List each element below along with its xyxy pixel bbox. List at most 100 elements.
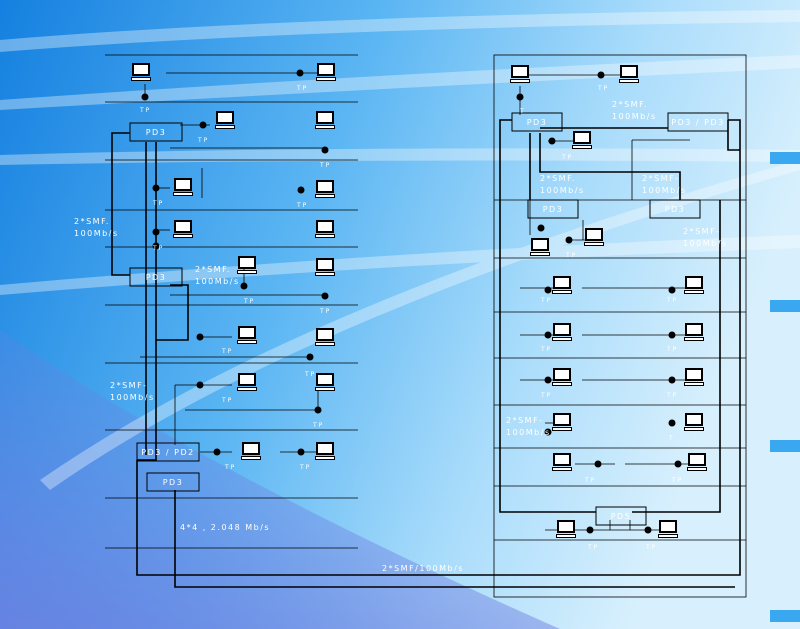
distribution-nodes: [129, 112, 729, 526]
tp-label: T P: [540, 346, 551, 353]
node-label: PD3: [146, 273, 167, 282]
node-pd-right-top-b: [667, 112, 729, 132]
node-label: PD3 / PD2: [141, 448, 194, 457]
tp-label: T P: [584, 477, 595, 484]
computer-terminal-icon: [658, 520, 678, 538]
edge-markers: [770, 152, 800, 622]
computer-terminal-icon: [131, 63, 151, 81]
computer-terminal-icon: [173, 178, 193, 196]
link-label: 2*SMF/100Mb/s: [382, 564, 464, 573]
node-pd-left-mid: [129, 267, 183, 287]
link-label: 2*SMF-100Mb/s: [683, 227, 728, 248]
tp-label: T P: [565, 252, 576, 259]
tp-labels: T P T P T P T P T P T P T P T P T P T P …: [139, 85, 682, 551]
tp-label: T P: [666, 392, 677, 399]
trunk-cables: [111, 119, 741, 588]
computer-terminal-icon: [687, 453, 707, 471]
link-label: 2*SMF-100Mb/s: [110, 381, 155, 402]
tp-label: T P: [296, 85, 307, 92]
tp-label: T P: [296, 202, 307, 209]
computer-terminal-icon: [315, 180, 335, 198]
node-pd-right-mid-a: [527, 199, 579, 219]
node-pd-left-bottom: [146, 472, 200, 492]
link-label: 4*4 , 2.048 Mb/s: [180, 523, 270, 532]
node-labels: PD3 PD3 PD3 / PD2 PD3 PD3 PD3 / PD3 PD3 …: [141, 118, 724, 521]
computer-terminal-icon: [530, 238, 550, 256]
tp-label: T P: [139, 107, 150, 114]
tp-label: T P: [221, 397, 232, 404]
tp-label: T P: [561, 154, 572, 161]
computer-terminal-icon: [619, 65, 639, 83]
computer-terminal-icon: [315, 220, 335, 238]
computer-terminal-icon: [684, 368, 704, 386]
computer-terminal-icon: [684, 413, 704, 431]
link-label: 2*SMF.100Mb/s: [74, 217, 119, 238]
tp-label: T P: [587, 544, 598, 551]
computer-terminal-icon: [237, 326, 257, 344]
node-label: PD5: [611, 512, 632, 521]
right-building: [493, 54, 747, 598]
computer-terminal-icon: [315, 111, 335, 129]
computer-terminal-icon: [315, 373, 335, 391]
computer-terminal-icon: [572, 131, 592, 149]
tp-label: T P: [540, 297, 551, 304]
tp-label: T: [668, 435, 673, 442]
computer-terminal-icon: [215, 111, 235, 129]
tp-label: T P: [666, 346, 677, 353]
computer-terminal-icon: [552, 276, 572, 294]
computer-terminal-icon: [552, 413, 572, 431]
tp-label: T P: [224, 464, 235, 471]
computer-terminal-icon: [237, 256, 257, 274]
computer-terminal-icon: [173, 220, 193, 238]
node-label: PD3: [163, 478, 184, 487]
tp-label: T P: [540, 392, 551, 399]
tp-label: T P: [152, 200, 163, 207]
link-label: 2*SMF.100Mb/s: [540, 174, 585, 195]
computer-terminal-icon: [237, 373, 257, 391]
computer-terminal-icon: [684, 323, 704, 341]
node-label: PD3: [146, 128, 167, 137]
left-building: [105, 54, 358, 549]
computer-terminal-icon: [315, 328, 335, 346]
computer-terminal-icon: [315, 258, 335, 276]
tp-label: T P: [597, 85, 608, 92]
node-label: PD3: [527, 118, 548, 127]
node-pd-right-bottom: [595, 506, 647, 526]
computer-terminal-icon: [241, 442, 261, 460]
background-swooshes: [0, 10, 800, 490]
computer-terminal-icon: [315, 442, 335, 460]
link-label: 2*SMF-100Mb/s: [642, 174, 687, 195]
tp-label: T P: [312, 422, 323, 429]
node-pd-right-top-a: [511, 112, 563, 132]
tp-label: T P: [243, 298, 254, 305]
tp-label: T: [519, 108, 524, 115]
link-labels: 2*SMF.100Mb/s 2*SMF.100Mb/s 2*SMF-100Mb/…: [74, 100, 728, 573]
tp-label: T P: [304, 371, 315, 378]
node-pd-left-top: [129, 122, 183, 142]
node-label: PD3: [543, 205, 564, 214]
computer-terminal-icon: [584, 228, 604, 246]
tp-label: T P: [319, 308, 330, 315]
link-label: 2*SMF.100Mb/s: [195, 265, 240, 286]
outlet-points: [141, 69, 682, 534]
link-label: 2*SMF.100Mb/s: [612, 100, 657, 121]
node-label: PD3: [665, 205, 686, 214]
tp-label: T P: [671, 477, 682, 484]
computer-terminal-icon: [556, 520, 576, 538]
computer-terminal-icon: [684, 276, 704, 294]
tp-label: T P: [152, 245, 163, 252]
computer-terminal-icon: [552, 323, 572, 341]
tp-label: T P: [299, 464, 310, 471]
tp-label: T P: [319, 162, 330, 169]
node-pd-left-low: [136, 442, 200, 462]
tp-label: T P: [666, 297, 677, 304]
tp-label: T P: [221, 348, 232, 355]
background-wave: [0, 330, 560, 629]
computer-terminal-icon: [552, 453, 572, 471]
node-label: PD3 / PD3: [671, 118, 724, 127]
computer-terminal-icon: [316, 63, 336, 81]
tp-label: T P: [197, 137, 208, 144]
node-pd-right-mid-b: [649, 199, 701, 219]
computer-terminal-icon: [510, 65, 530, 83]
